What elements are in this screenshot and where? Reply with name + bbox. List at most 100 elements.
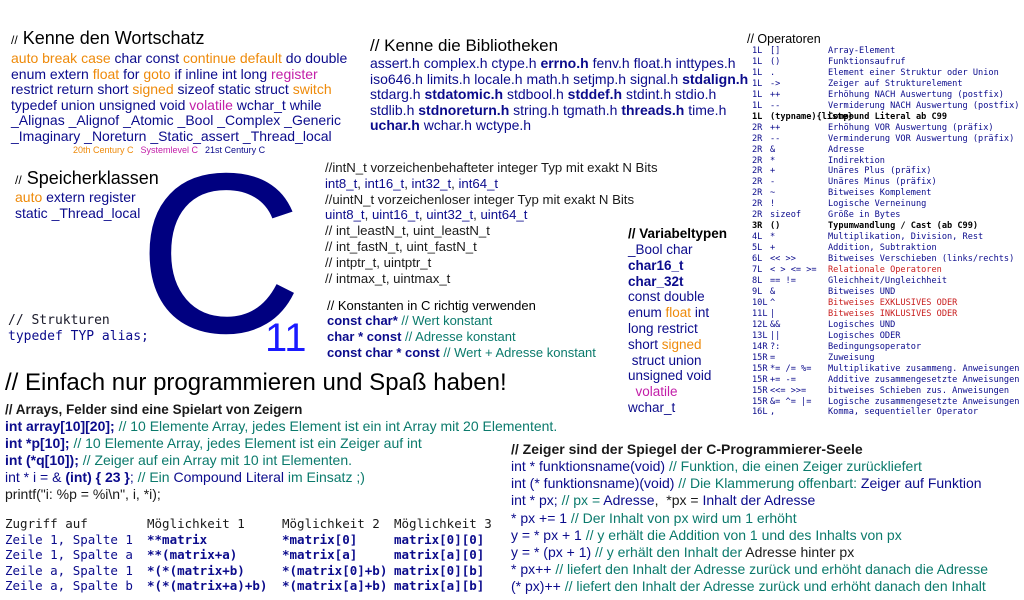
zugriff-cell: Zeile 1, Spalte 1 [5,531,133,547]
bibliotheken-segment: stdlib.h [370,101,415,118]
operator-precedence: 6L [752,254,763,265]
operator-precedence: 15R [752,352,768,363]
speicherklassen-section: // Speicherklassen auto extern register … [15,168,159,221]
operator-symbol: == != [770,276,796,287]
operator-description: Unäres Minus (präfix) [828,177,937,188]
arrays-segment: int (*q[10]); [5,452,79,468]
operator-symbol: ! [770,199,776,210]
wortschatz-segment: _Imaginary [11,127,81,144]
arrays-segment: (int) { 23 } [65,469,130,485]
operator-row: 2R+Unäres Plus (präfix) [752,166,1019,177]
zeiger-segment: // y erhält den Inhalt der [591,544,746,561]
variabeltypen-segment: char16_t [628,257,684,273]
operator-precedence: 2R [752,177,763,188]
bibliotheken-segment: inttypes.h [675,55,736,71]
operator-symbol: -> [770,78,781,89]
inttypes-segment: // int_fastN_t, uint_fastN_t [325,238,477,254]
zugriff-header-cell: Möglichkeit 1 [147,516,245,531]
inttypes-line: //intN_t vorzeichenbehafteter integer Ty… [325,160,658,176]
operator-description: Verminderung VOR Auswertung (präfix) [828,133,1015,144]
operator-precedence: 13L [752,330,768,341]
c11-logo: C 11 [138,140,318,370]
speicherklassen-title-text: Speicherklassen [26,168,159,188]
operator-description: Zuweisung [828,352,875,363]
inttypes-segment: int16_t [364,175,405,191]
konstanten-segment: // Wert konstant [397,313,493,328]
konstanten-title: // Konstanten in C richtig verwenden [327,298,536,313]
inttypes-line: uint8_t, uint16_t, uint32_t, uint64_t [325,207,658,223]
strukturen-section: // Strukturen typedef TYP alias; [8,313,149,345]
wortschatz-segment: case [81,50,111,66]
variabeltypen-line: unsigned void [628,368,727,384]
konstanten-segment: // Adresse konstant [401,328,516,344]
arrays-list: int array[10][20]; // 10 Elemente Array,… [5,418,557,503]
wortschatz-segment: const [145,50,180,66]
zugriff-cell: matrix[a][b] [394,578,485,594]
variabeltypen-segment: struct [628,352,665,368]
inttypes-line: //uintN_t vorzeichenloser integer Typ mi… [325,192,658,208]
inttypes-segment: // int_leastN_t, uint_leastN_t [325,223,490,239]
operator-row: 15R<<= >>=bitweises Schieben zus. Anweis… [752,386,1019,397]
operator-symbol: ~ [770,188,776,199]
operator-description: Relationale Operatoren [828,265,942,276]
operator-row: 13L||Logisches ODER [752,331,1019,342]
operator-symbol: < > <= >= [770,265,817,276]
bibliotheken-segment: threads.h [621,101,685,118]
speicherklassen-segment: register [88,189,136,205]
wortschatz-section: // Kenne den Wortschatz auto break case … [11,28,347,144]
wortschatz-segment: volatile [189,96,233,113]
operator-row: 1L++Erhöhung NACH Auswertung (postfix) [752,90,1019,101]
zeiger-line: int * px; // px = Adresse, *px = Inhalt … [511,492,988,509]
operator-precedence: 3R [752,221,763,232]
zugriff-cell: *(*(matrix+a)+b) [147,578,268,594]
operator-row: 2R--Verminderung VOR Auswertung (präfix) [752,134,1019,145]
operator-symbol: &= ^= |= [770,396,812,407]
inttypes-segment: //intN_t vorzeichenbehafteter integer Ty… [325,160,658,175]
wortschatz-segment: char [114,50,142,66]
zugriff-cell: Zeile 1, Spalte a [5,547,133,563]
konstanten-segment: // Wert + Adresse konstant [439,344,596,360]
operator-row: 5L+Addition, Subtraktion [752,243,1019,254]
zeiger-segment: // Funktion, die einen Zeiger zurücklief… [665,458,922,474]
zugriff-cell: *(matrix[0]+b) [282,562,388,578]
operator-precedence: 1L [752,46,763,56]
operator-symbol: && [770,319,781,330]
konstanten-line: const char * const // Wert + Adresse kon… [327,345,596,361]
zugriff-header-cell: Möglichkeit 2 [282,516,380,531]
inttypes-segment: int64_t [458,175,499,191]
operator-precedence: 9L [752,286,763,297]
variabeltypen-segment: const [628,289,661,305]
operator-description: Logisches ODER [828,330,901,341]
arrays-segment: // 10 Elemente Array, jedes Element ist … [114,418,558,434]
operator-description: Funktionsaufruf [828,56,906,67]
operator-description: Compound Literal ab C99 [828,111,947,122]
zugriff-row: Zeile 1, Spalte a**(matrix+a)*matrix[a]m… [5,547,492,563]
operator-row: 1L.Element einer Struktur oder Union [752,68,1019,79]
wortschatz-segment: while [289,96,322,113]
wortschatz-segment: double [305,50,348,66]
speicherklassen-line-2: static _Thread_local [15,205,159,222]
bibliotheken-line: uchar.h wchar.h wctype.h [370,117,748,134]
bibliotheken-line: stdarg.h stdatomic.h stdbool.h stddef.h … [370,86,748,103]
variabeltypen-segment: int [691,305,710,321]
variabeltypen-segment: double [660,289,705,305]
wortschatz-segment: _Alignas [11,112,65,128]
operator-row: 15R=Zuweisung [752,353,1019,364]
arrays-line: int *p[10]; // 10 Elemente Array, jedes … [5,435,557,452]
variabeltypen-line: _Bool char [628,242,727,258]
inttypes-segment: uint8_t [325,207,365,223]
konstanten-segment: char * const [327,328,402,344]
wortschatz-segment: _Static_assert [150,127,240,144]
bibliotheken-segment: signal.h [629,70,679,87]
operator-row: 12L&&Logisches UND [752,320,1019,331]
konstanten-line: char * const // Adresse konstant [327,329,596,345]
einfach-heading: // Einfach nur programmieren und Spaß ha… [5,369,507,396]
operator-description: Array-Element [828,46,896,56]
bibliotheken-segment: wctype.h [475,117,532,133]
arrays-segment: int * i = & [5,469,66,485]
operator-symbol: ++ [770,122,781,133]
operator-symbol: + [770,243,776,254]
speicherklassen-title-prefix: // [15,173,22,187]
